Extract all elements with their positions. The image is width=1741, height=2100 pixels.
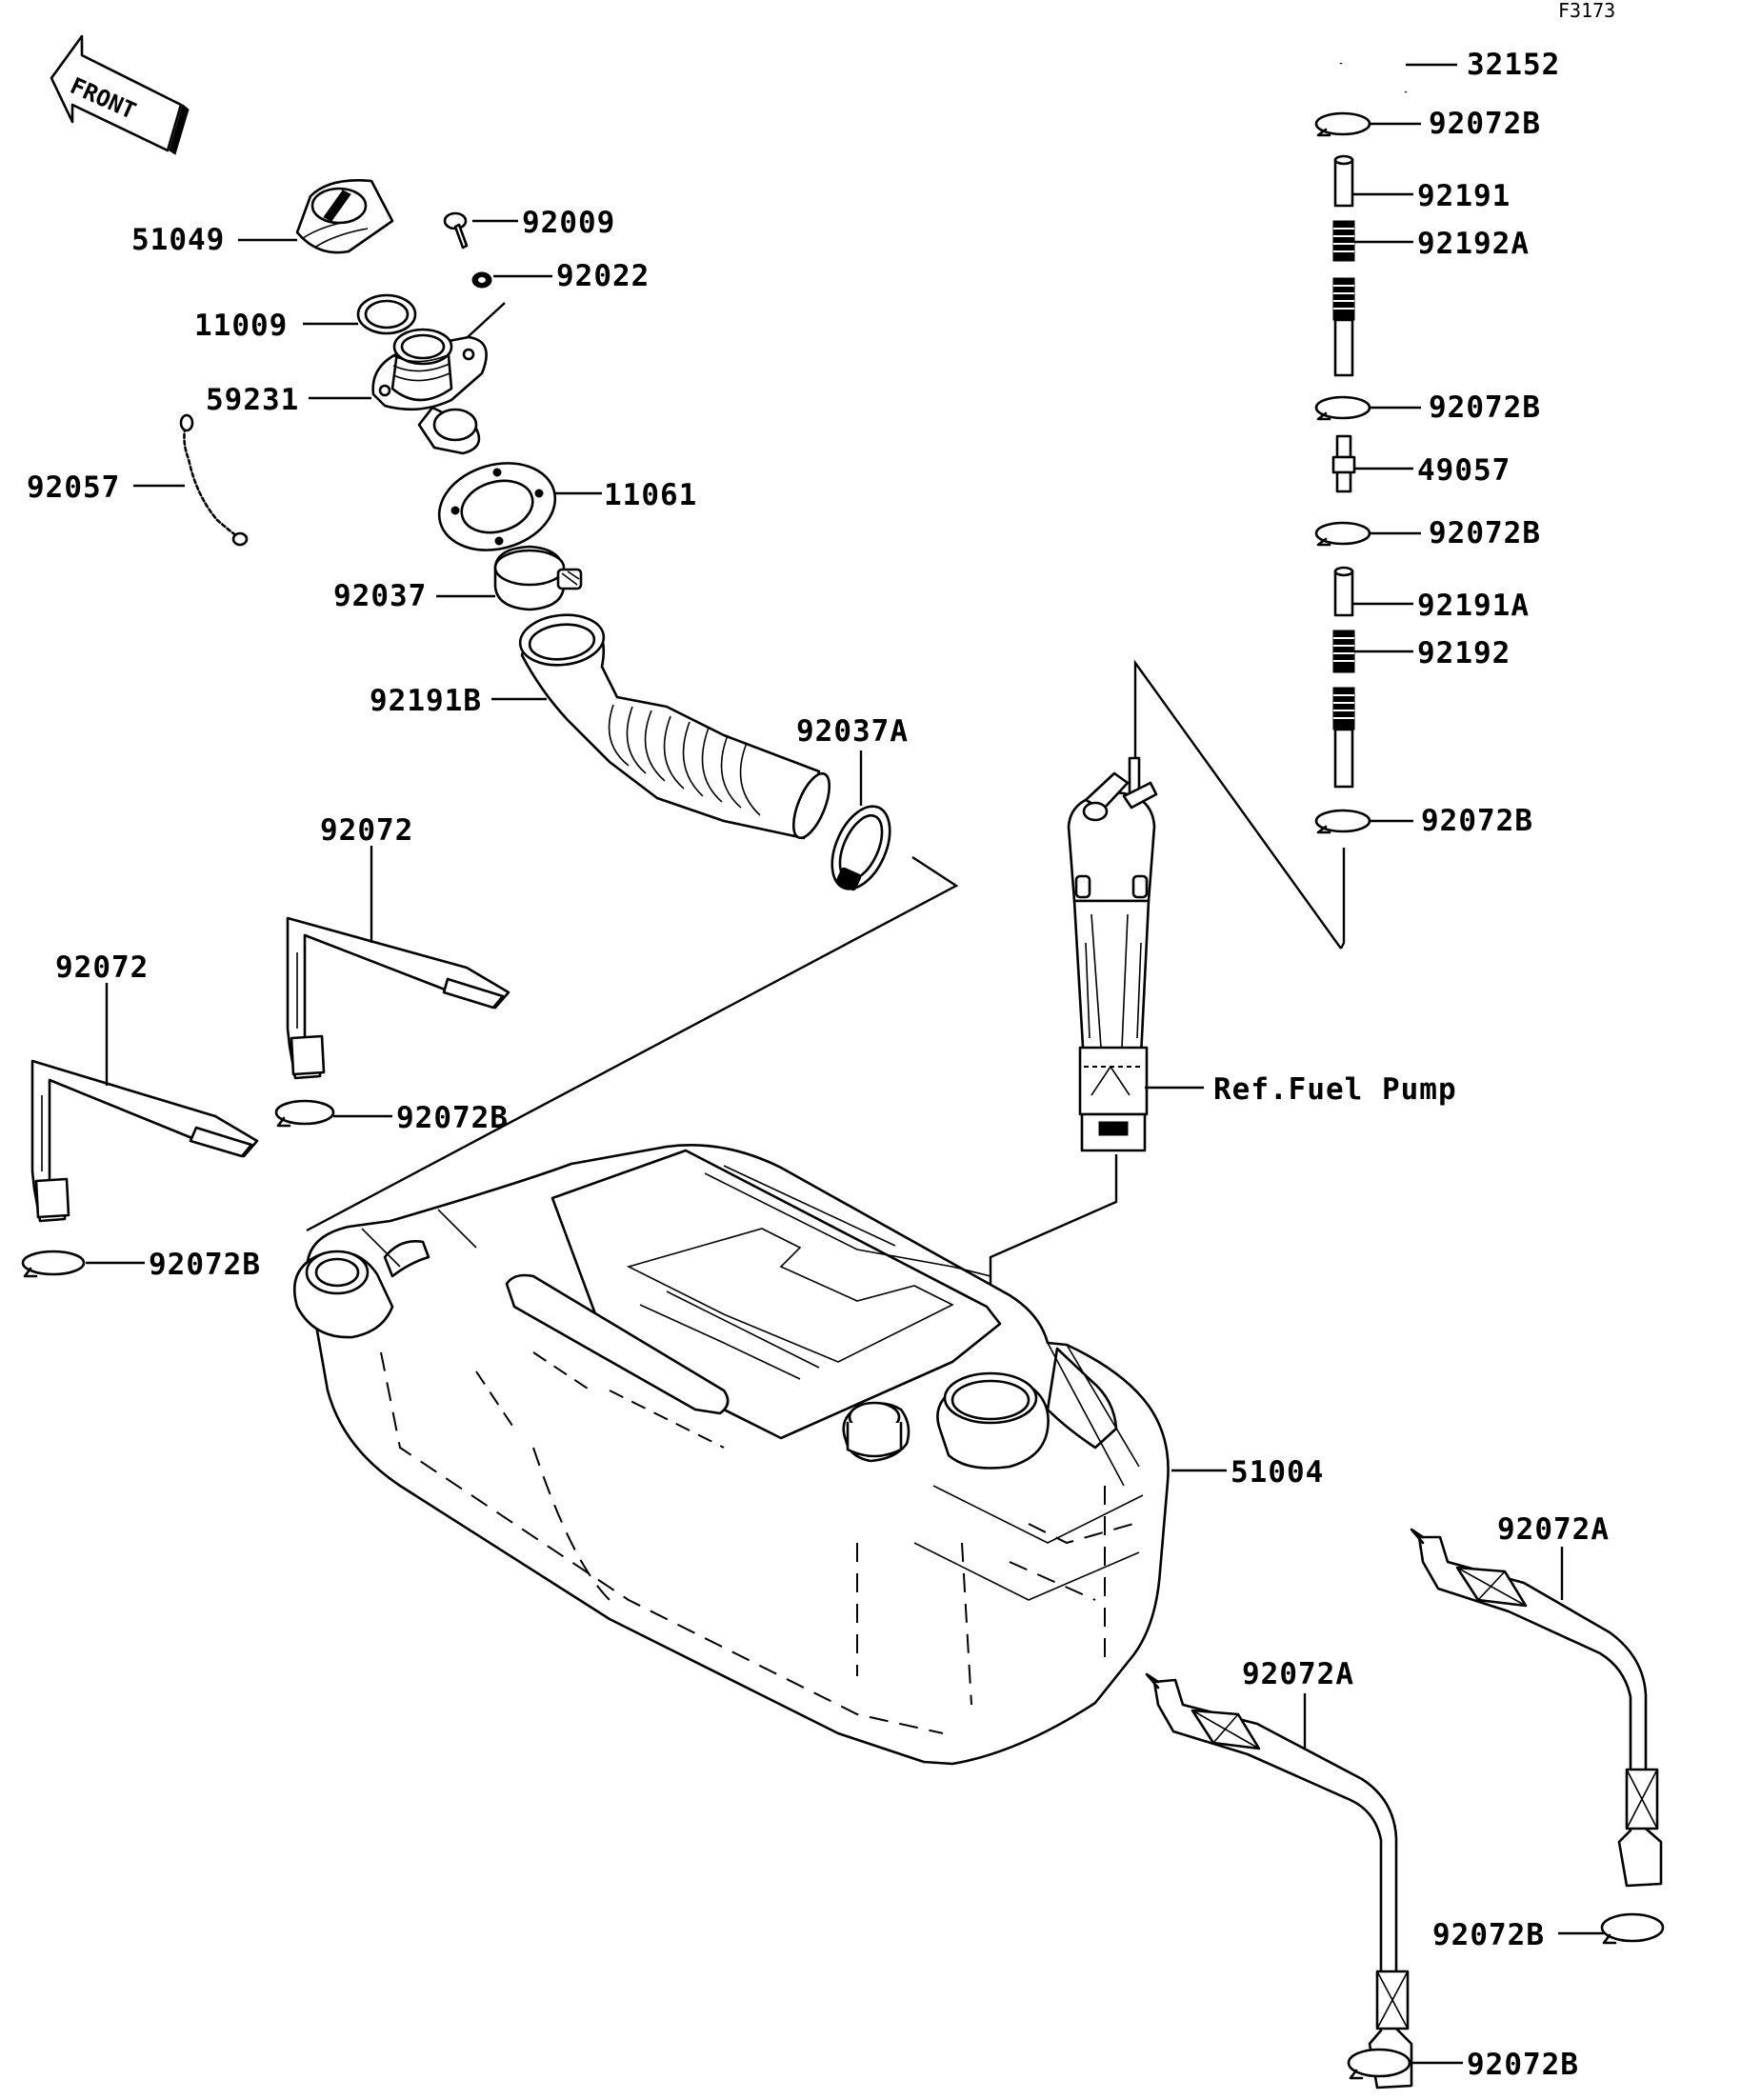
figure-code: F3173 xyxy=(1558,0,1615,22)
label-92057: 92057 xyxy=(27,470,120,505)
bracket-92072-lower-icon xyxy=(30,1059,259,1223)
label-92072-upper: 92072 xyxy=(320,813,413,848)
label-32152: 32152 xyxy=(1467,48,1560,82)
clamp-92037a-icon xyxy=(830,805,891,891)
fuel-tank-51004-icon xyxy=(292,1144,1170,1766)
hose-92191a-icon xyxy=(1333,566,1354,617)
bolt-92009-icon xyxy=(443,211,469,250)
hose-92191b-icon xyxy=(518,613,831,840)
label-92022: 92022 xyxy=(556,259,650,293)
ref-fuel-pump-label: Ref.Fuel Pump xyxy=(1213,1072,1457,1107)
label-92072b-8: 92072B xyxy=(1467,2048,1579,2082)
tank-small-boss xyxy=(842,1401,911,1463)
label-92072b-5: 92072B xyxy=(396,1101,509,1135)
gasket-11061-icon xyxy=(437,462,557,551)
clamp-92072b-7-icon xyxy=(1600,1912,1665,1945)
label-51049: 51049 xyxy=(131,223,225,257)
clamp-92072b-6-icon xyxy=(21,1250,86,1278)
label-92072-lower: 92072 xyxy=(55,950,149,985)
label-92072b-4: 92072B xyxy=(1421,804,1533,838)
bracket-92072-upper-icon xyxy=(286,916,510,1080)
tank-filler-spout xyxy=(292,1240,430,1339)
tether-92057-icon xyxy=(179,413,249,547)
label-92037a: 92037A xyxy=(796,714,909,749)
label-51004: 51004 xyxy=(1231,1455,1324,1490)
clamp-92037-icon xyxy=(493,545,583,611)
clamp-92072b-5-icon xyxy=(274,1099,335,1128)
vent-hose-32152-icon xyxy=(1333,5,1413,93)
label-92009: 92009 xyxy=(522,206,615,240)
label-92072b-7: 92072B xyxy=(1432,1918,1545,1952)
hose-92192-icon xyxy=(1332,630,1355,789)
clamp-92072b-1-icon xyxy=(1314,111,1371,137)
hose-92192a-icon xyxy=(1332,220,1355,377)
front-arrow-icon: FRONT xyxy=(50,34,190,155)
hose-92191-icon xyxy=(1333,154,1354,208)
bracket-92072a-right-icon xyxy=(1410,1528,1663,1888)
label-11061: 11061 xyxy=(604,478,697,512)
label-92072a-right: 92072A xyxy=(1497,1512,1610,1547)
label-92072b-3: 92072B xyxy=(1429,516,1541,550)
label-92072a-left: 92072A xyxy=(1242,1657,1354,1691)
washer-92022-icon xyxy=(471,271,492,289)
cap-51049-icon xyxy=(295,179,394,254)
label-92072b-6: 92072B xyxy=(149,1248,261,1282)
oring-11009-icon xyxy=(356,293,417,335)
clamp-92072b-2-icon xyxy=(1314,395,1371,421)
filler-neck-59231-icon xyxy=(371,328,488,455)
label-92037: 92037 xyxy=(333,579,427,613)
bracket-92072a-left-icon xyxy=(1145,1672,1413,2090)
clamp-92072b-3-icon xyxy=(1314,521,1371,547)
fitting-49057-icon xyxy=(1331,434,1356,493)
label-49057: 49057 xyxy=(1417,453,1511,488)
label-92072b-1: 92072B xyxy=(1429,107,1541,141)
label-59231: 59231 xyxy=(206,383,299,417)
label-92191: 92191 xyxy=(1417,179,1511,213)
clamp-92072b-4-icon xyxy=(1314,809,1371,834)
label-92191b: 92191B xyxy=(370,684,482,718)
label-92072b-2: 92072B xyxy=(1429,390,1541,425)
label-92192a: 92192A xyxy=(1417,227,1530,261)
label-11009: 11009 xyxy=(194,309,288,343)
fuel-pump-icon xyxy=(1067,756,1158,1152)
label-92191a: 92191A xyxy=(1417,589,1530,623)
tank-pump-boss xyxy=(936,1371,1050,1470)
label-92192: 92192 xyxy=(1417,636,1511,670)
